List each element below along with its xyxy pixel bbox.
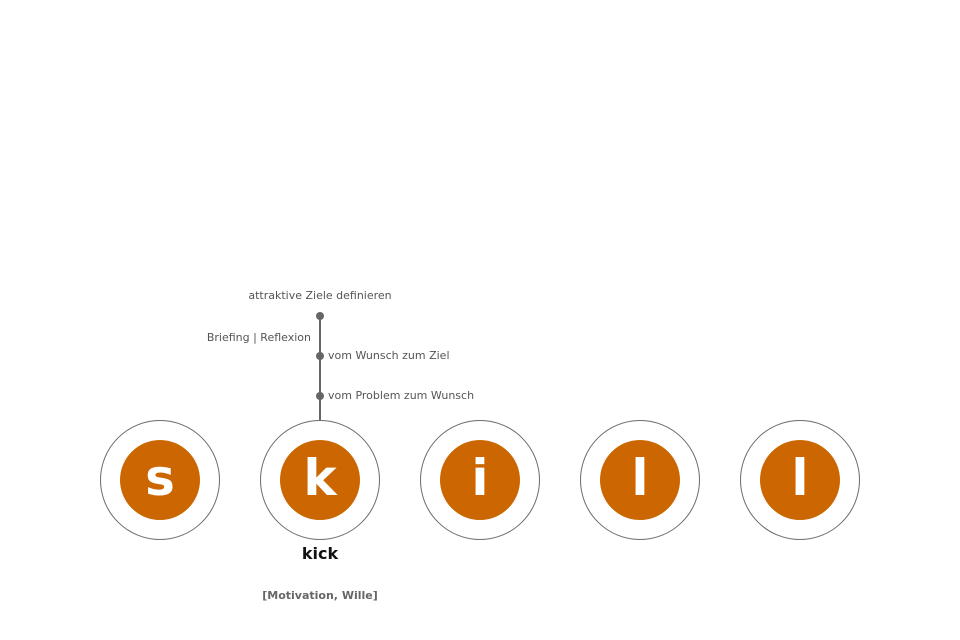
letter-label: l [631,449,649,507]
letter-circle-i[interactable]: i [420,420,540,540]
letter-disc: l [760,440,840,520]
letter-disc: s [120,440,200,520]
timeline-dot-icon [316,392,324,400]
letter-disc: i [440,440,520,520]
selected-note: [Motivation, Wille] [262,589,378,602]
timeline-dot-icon [316,352,324,360]
timeline-top-label: attraktive Ziele definieren [248,289,392,302]
letter-disc: k [280,440,360,520]
letter-circle-k[interactable]: k [260,420,380,540]
timeline-low-label: vom Problem zum Wunsch [328,389,475,402]
timeline-line [319,316,321,420]
letter-label: k [303,449,337,507]
timeline-dot-icon [316,312,324,320]
letter-label: s [145,449,175,507]
letter-circle-l[interactable]: l [580,420,700,540]
timeline-mid-label: vom Wunsch zum Ziel [328,349,450,362]
selected-word: kick [301,544,339,563]
letter-label: l [791,449,809,507]
timeline-left-label: Briefing | Reflexion [206,331,311,344]
letter-label: i [471,449,489,507]
letter-circle-l-second[interactable]: l [740,420,860,540]
letter-disc: l [600,440,680,520]
letter-circle-s[interactable]: s [100,420,220,540]
